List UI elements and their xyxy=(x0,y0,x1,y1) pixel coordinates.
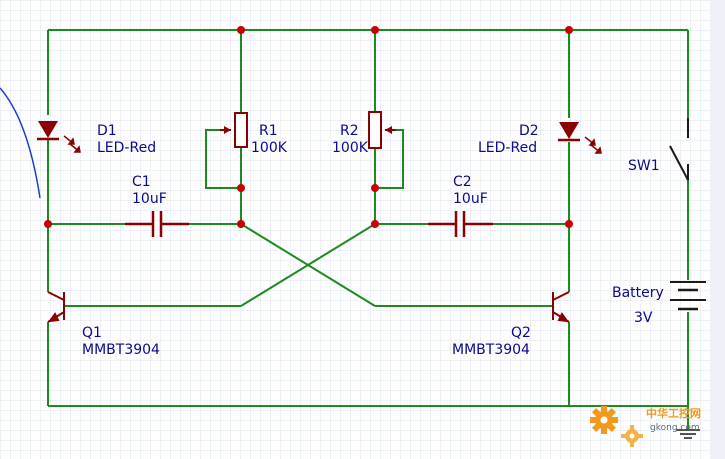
junction-dot xyxy=(565,26,573,34)
battery-ref-label: Battery xyxy=(612,285,664,301)
watermark-title: 中华工控网 xyxy=(646,406,701,420)
led-d1[interactable] xyxy=(37,121,81,153)
sw1-ref-label: SW1 xyxy=(628,158,660,174)
capacitor-c1[interactable] xyxy=(125,211,189,237)
junctions xyxy=(44,26,573,228)
battery-value-label: 3V xyxy=(634,310,653,326)
ground-icon xyxy=(676,429,700,439)
junction-dot xyxy=(371,220,379,228)
junction-dot xyxy=(237,184,245,192)
stray-curve xyxy=(0,87,41,199)
junction-dot xyxy=(371,184,379,192)
r1-value-label: 100K xyxy=(251,140,288,156)
junction-dot xyxy=(371,26,379,34)
watermark: 中华工控网 gkong.com xyxy=(590,406,701,447)
gear-icon xyxy=(590,406,643,447)
q1-ref-label: Q1 xyxy=(82,325,102,341)
potentiometer-r2[interactable] xyxy=(368,111,396,149)
wires xyxy=(47,29,689,430)
d1-value-label: LED-Red xyxy=(97,140,156,156)
light-emission-icon xyxy=(63,135,81,153)
transistor-q2[interactable] xyxy=(552,291,570,323)
d2-ref-label: D2 xyxy=(519,123,539,139)
junction-dot xyxy=(237,26,245,34)
c2-ref-label: C2 xyxy=(453,174,472,190)
capacitor-c2[interactable] xyxy=(428,211,493,237)
r2-ref-label: R2 xyxy=(340,123,359,139)
led-d2[interactable] xyxy=(558,122,602,154)
d1-ref-label: D1 xyxy=(97,123,117,139)
transistor-q1[interactable] xyxy=(47,291,65,323)
c1-value-label: 10uF xyxy=(132,191,167,207)
potentiometer-r1[interactable] xyxy=(220,112,248,148)
q2-value-label: MMBT3904 xyxy=(452,342,530,358)
light-emission-icon xyxy=(584,136,602,154)
c1-ref-label: C1 xyxy=(132,174,151,190)
q1-value-label: MMBT3904 xyxy=(82,342,160,358)
c2-value-label: 10uF xyxy=(453,191,488,207)
battery[interactable] xyxy=(670,281,706,311)
r2-value-label: 100K xyxy=(332,140,369,156)
d2-value-label: LED-Red xyxy=(478,140,537,156)
junction-dot xyxy=(44,220,52,228)
junction-dot xyxy=(565,220,573,228)
switch-sw1[interactable] xyxy=(669,118,689,181)
r1-ref-label: R1 xyxy=(259,123,278,139)
right-edge-panel xyxy=(710,0,725,459)
q2-ref-label: Q2 xyxy=(511,325,531,341)
watermark-url: gkong.com xyxy=(650,423,700,433)
junction-dot xyxy=(237,220,245,228)
